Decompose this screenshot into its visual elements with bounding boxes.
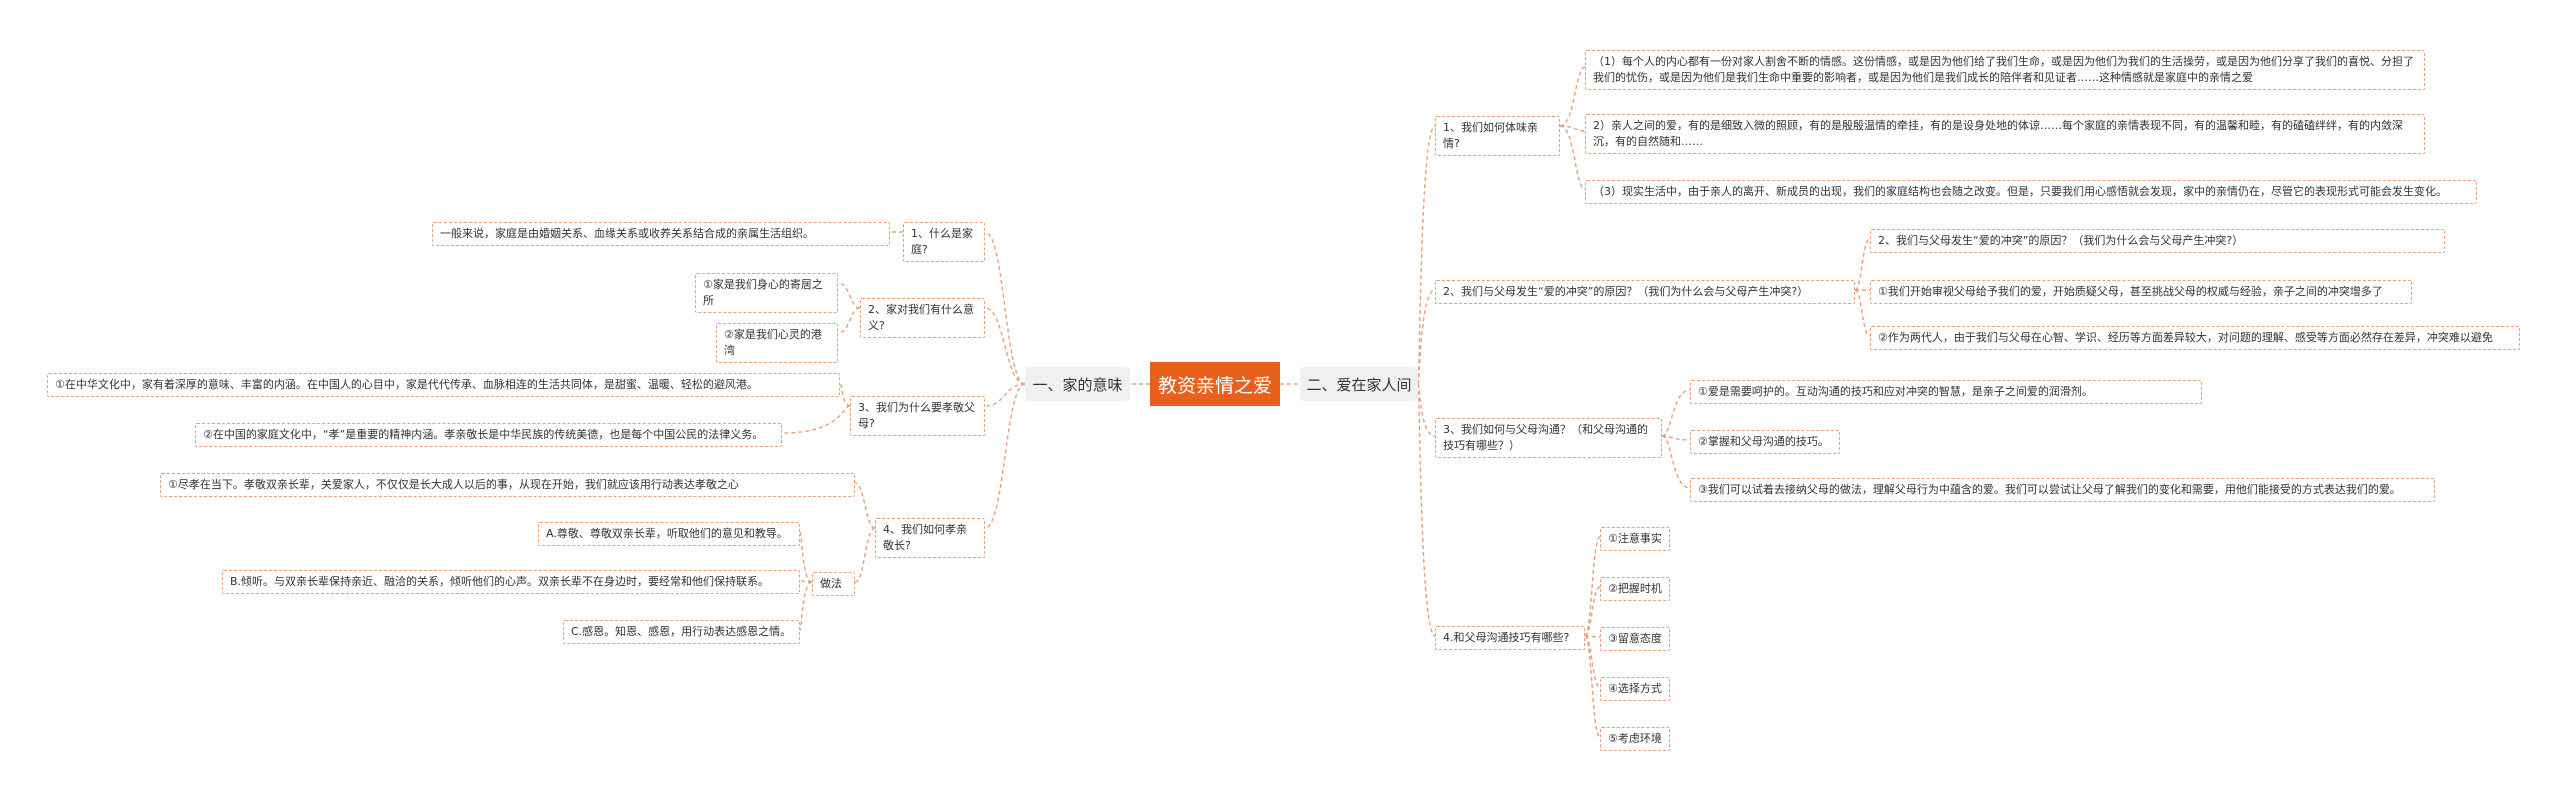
leaf-communicate-skills[interactable]: ②掌握和父母沟通的技巧。 bbox=[1690, 430, 1840, 454]
leaf-method-respect[interactable]: A.尊敬、尊敬双亲长辈，听取他们的意见和教导。 bbox=[538, 522, 800, 546]
subtopic-conflict-reason[interactable]: 2、我们与父母发生“爱的冲突”的原因？（我们为什么会与父母产生冲突?） bbox=[1435, 280, 1855, 304]
leaf-filial-virtue[interactable]: ②在中国的家庭文化中，“孝”是重要的精神内涵。孝亲敬长是中华民族的传统美德，也是… bbox=[195, 423, 782, 447]
leaf-conflict-question-authority[interactable]: ①我们开始审视父母给予我们的爱，开始质疑父母，甚至挑战父母的权威与经验，亲子之间… bbox=[1870, 280, 2412, 304]
leaf-skill-environment[interactable]: ⑤考虑环境 bbox=[1600, 727, 1670, 751]
root-topic[interactable]: 教资亲情之爱 bbox=[1150, 362, 1280, 406]
leaf-skill-method[interactable]: ④选择方式 bbox=[1600, 677, 1670, 701]
leaf-affection-emotion[interactable]: （1）每个人的内心都有一份对家人割舍不断的情感。这份情感，或是因为他们给了我们生… bbox=[1585, 50, 2425, 90]
subtopic-method[interactable]: 做法 bbox=[812, 572, 855, 596]
subtopic-feel-affection[interactable]: 1、我们如何体味亲情? bbox=[1435, 116, 1560, 156]
main-topic-right[interactable]: 二、爱在家人间 bbox=[1300, 367, 1418, 401]
root-topic-label: 教资亲情之爱 bbox=[1157, 374, 1272, 397]
leaf-communicate-accept[interactable]: ③我们可以试着去接纳父母的做法，理解父母行为中蕴含的爱。我们可以尝试让父母了解我… bbox=[1690, 478, 2435, 502]
subtopic-how-filial[interactable]: 4、我们如何孝亲敬长? bbox=[875, 518, 985, 558]
leaf-affection-forms[interactable]: 2）亲人之间的爱，有的是细致入微的照顾，有的是殷殷温情的牵挂，有的是设身处地的体… bbox=[1585, 114, 2425, 154]
subtopic-family-meaning[interactable]: 2、家对我们有什么意义? bbox=[860, 298, 985, 338]
leaf-communicate-care[interactable]: ①爱是需要呵护的。互动沟通的技巧和应对冲突的智慧，是亲子之间爱的润滑剂。 bbox=[1690, 380, 2202, 404]
leaf-affection-change[interactable]: （3）现实生活中，由于亲人的离开、新成员的出现，我们的家庭结构也会随之改变。但是… bbox=[1585, 180, 2477, 204]
leaf-skill-timing[interactable]: ②把握时机 bbox=[1600, 577, 1670, 601]
subtopic-why-filial[interactable]: 3、我们为什么要孝敬父母? bbox=[850, 396, 985, 436]
leaf-filial-now[interactable]: ①尽孝在当下。孝敬双亲长辈，关爱家人，不仅仅是长大成人以后的事，从现在开始，我们… bbox=[160, 473, 855, 497]
leaf-family-home[interactable]: ①家是我们身心的寄居之所 bbox=[695, 273, 838, 313]
subtopic-what-is-family[interactable]: 1、什么是家庭? bbox=[903, 222, 985, 262]
leaf-family-definition[interactable]: 一般来说，家庭是由婚姻关系、血缘关系或收养关系结合成的亲属生活组织。 bbox=[432, 222, 890, 246]
leaf-family-harbor[interactable]: ②家是我们心灵的港湾 bbox=[716, 323, 838, 363]
leaf-skill-attitude[interactable]: ③留意态度 bbox=[1600, 627, 1670, 651]
leaf-skill-facts[interactable]: ①注意事实 bbox=[1600, 527, 1670, 551]
subtopic-how-communicate[interactable]: 3、我们如何与父母沟通？（和父母沟通的技巧有哪些？） bbox=[1435, 418, 1662, 458]
subtopic-communication-skills[interactable]: 4.和父母沟通技巧有哪些? bbox=[1435, 626, 1585, 650]
leaf-method-gratitude[interactable]: C.感恩。知恩、感恩，用行动表达感恩之情。 bbox=[563, 620, 800, 644]
leaf-method-listen[interactable]: B.倾听。与双亲长辈保持亲近、融洽的关系，倾听他们的心声。双亲长辈不在身边时，要… bbox=[222, 570, 800, 594]
leaf-conflict-generation-gap[interactable]: ②作为两代人，由于我们与父母在心智、学识、经历等方面差异较大，对问题的理解、感受… bbox=[1870, 326, 2520, 350]
leaf-filial-culture[interactable]: ①在中华文化中，家有着深厚的意味、丰富的内涵。在中国人的心目中，家是代代传承、血… bbox=[47, 373, 840, 397]
main-topic-left[interactable]: 一、家的意味 bbox=[1025, 367, 1130, 401]
leaf-conflict-question[interactable]: 2、我们与父母发生“爱的冲突”的原因？（我们为什么会与父母产生冲突?） bbox=[1870, 229, 2445, 253]
